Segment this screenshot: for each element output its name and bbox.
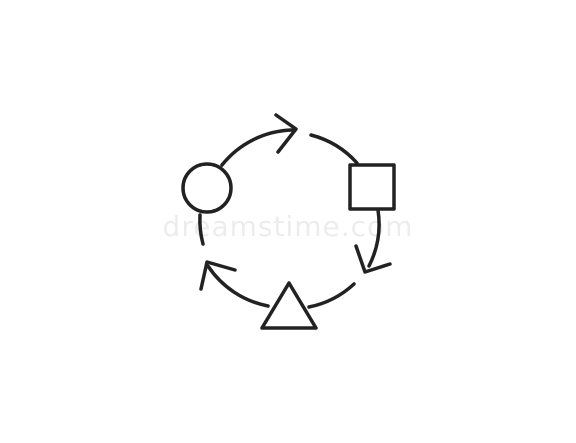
triangle-icon	[260, 281, 318, 330]
arc-circle-to-square	[220, 128, 294, 167]
arc-left	[198, 213, 205, 246]
arrowhead-right-icon	[274, 113, 298, 154]
arrowhead-up-icon	[199, 260, 237, 291]
arrowhead-down-icon	[354, 244, 392, 274]
circle-icon	[181, 162, 233, 214]
arc-triangle-to-circle	[206, 264, 270, 308]
arc-bottom-right	[307, 282, 356, 309]
arc-square-to-triangle	[367, 208, 381, 268]
arc-top-right	[309, 133, 359, 165]
square-icon	[348, 163, 396, 211]
